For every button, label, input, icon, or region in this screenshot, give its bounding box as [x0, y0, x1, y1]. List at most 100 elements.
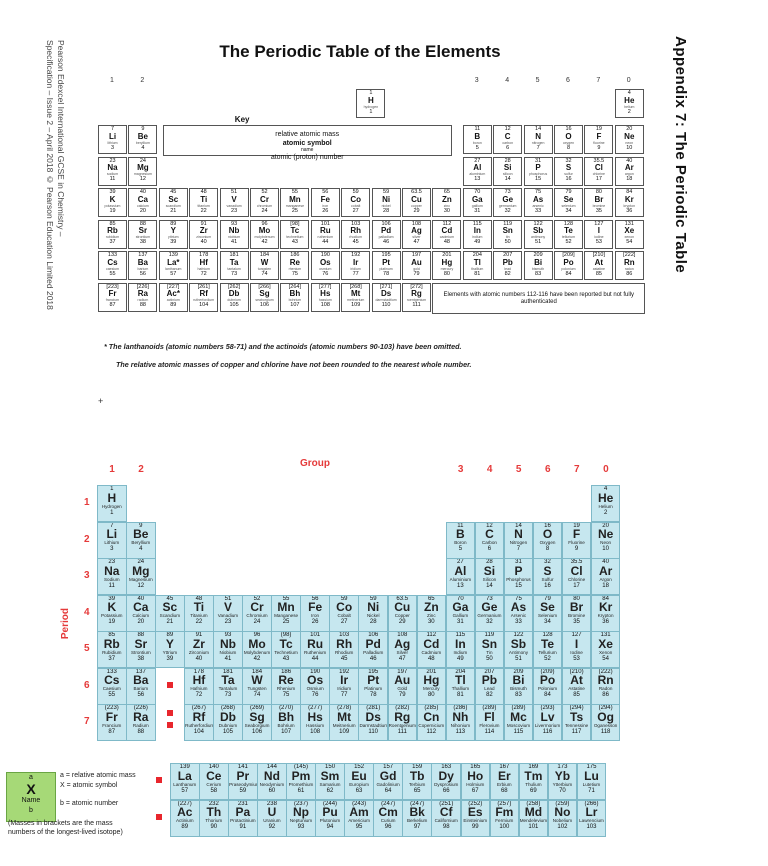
tile-mass: 192 — [339, 668, 350, 675]
tile-mass: 144 — [266, 764, 277, 770]
element-mass: 35.5 — [593, 157, 605, 164]
element-name: argon — [624, 172, 634, 176]
key-mass-label: relative atomic mass — [275, 131, 340, 138]
legend-text-note1: (Masses in brackets are the mass — [8, 820, 113, 827]
tile-symbol: Po — [539, 673, 556, 687]
tile-mass: 163 — [441, 764, 452, 770]
tile-symbol: Pu — [322, 805, 338, 819]
element-number: 12 — [139, 176, 146, 182]
tile-name: Actinium — [175, 818, 194, 823]
series-marker-3 — [167, 722, 174, 728]
tile-symbol: Rn — [597, 673, 614, 687]
element-number: 56 — [139, 270, 146, 277]
element-mass: 119 — [503, 220, 513, 227]
tile-symbol: Bi — [512, 673, 525, 687]
element-mass: 197 — [411, 252, 422, 258]
element-name: dubnium — [227, 298, 241, 302]
element-mass: 63.5 — [411, 189, 422, 195]
tile-mass: 80 — [573, 595, 580, 602]
tile-symbol: He — [597, 490, 614, 505]
tile-symbol: Kr — [598, 600, 613, 614]
element-name: germanium — [498, 203, 517, 208]
tile-name: Oganesson — [593, 722, 618, 728]
series-marker-4 — [156, 777, 162, 783]
element-symbol: Au — [411, 257, 422, 267]
tile-mass: (281) — [366, 705, 381, 711]
tile-name: Dysprosium — [434, 781, 459, 787]
tile-mass: 112 — [426, 632, 437, 638]
element-name: nickel — [381, 203, 391, 208]
tile-mass: (237) — [293, 800, 308, 807]
tile-name: Chlorine — [568, 576, 586, 582]
element-number: 7 — [536, 144, 540, 151]
key-title: Key — [234, 115, 250, 124]
tile-name: Chromium — [246, 613, 268, 618]
element-number: 83 — [535, 270, 542, 277]
tile-number: 39 — [166, 655, 174, 662]
tile-number: 97 — [413, 824, 421, 830]
tile-name: Iodine — [570, 649, 583, 655]
tile-mass: 128 — [542, 632, 553, 638]
tile-mass: 190 — [310, 668, 321, 675]
period-label-3: 3 — [84, 570, 90, 581]
tile-symbol: O — [542, 527, 553, 541]
element-name: iron — [322, 203, 329, 208]
tile-name: Tantalum — [218, 686, 238, 691]
element-symbol: Kr — [624, 194, 634, 204]
tile-symbol: Mn — [277, 600, 295, 614]
tile-name: Tennessine — [564, 722, 589, 728]
footnote-masses: The relative atomic masses of copper and… — [116, 360, 472, 369]
tile-symbol: La — [177, 768, 192, 783]
tile-name: Zinc — [426, 613, 436, 618]
tile-mass: 175 — [586, 764, 597, 770]
element-name: krypton — [623, 203, 636, 208]
tile-number: 72 — [195, 692, 203, 698]
tile-mass: 106 — [368, 632, 379, 638]
tile-mass: 150 — [325, 764, 336, 770]
tile-symbol: Lu — [584, 768, 599, 783]
group-title: Group — [300, 458, 330, 469]
tile-mass: 12 — [486, 522, 493, 529]
element-number: 52 — [565, 239, 572, 245]
tile-name: Calcium — [132, 613, 150, 618]
tile-mass: (266) — [584, 800, 599, 807]
tile-mass: 137 — [135, 668, 146, 675]
tile-number: 24 — [253, 619, 261, 625]
element-number: 33 — [535, 207, 542, 214]
element-mass: 51 — [231, 189, 238, 195]
tile-symbol: Se — [540, 600, 555, 614]
tile-number: 58 — [210, 787, 218, 794]
element-mass: [222] — [623, 252, 636, 258]
tile-number: 38 — [137, 655, 145, 662]
tile-name: Hafnium — [190, 686, 208, 691]
tile-number: 18 — [602, 582, 609, 589]
element-name: lead — [504, 266, 511, 271]
tile-number: 9 — [574, 546, 579, 552]
tile-mass: (289) — [482, 705, 497, 711]
tile-number: 21 — [166, 619, 174, 625]
tile-symbol: Fe — [308, 600, 323, 614]
tile-mass: (259) — [555, 800, 570, 807]
element-symbol: Al — [473, 163, 482, 172]
element-symbol: Be — [137, 131, 148, 141]
element-name: niobium — [227, 235, 241, 239]
tile-name: Rhodium — [334, 649, 354, 655]
element-name: lithium — [107, 140, 118, 145]
element-number: 25 — [291, 207, 298, 214]
tile-mass: (278) — [337, 705, 352, 711]
